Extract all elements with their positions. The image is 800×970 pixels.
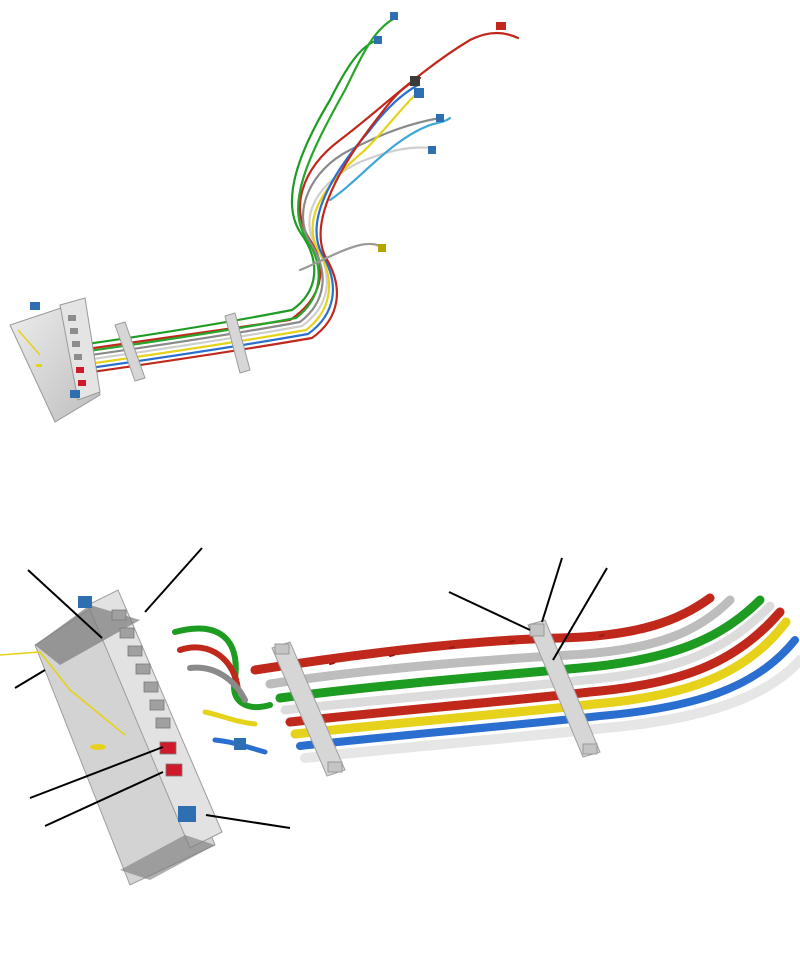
cable-red-detail-2 — [285, 607, 785, 727]
connector-plate-detail — [0, 589, 246, 886]
leader-line — [541, 557, 563, 623]
bracket-clip — [274, 643, 290, 655]
leader-lines — [14, 547, 608, 829]
connector-end — [496, 22, 506, 30]
cable-white — [84, 146, 434, 362]
cable-gray-2 — [298, 242, 384, 272]
cable-loop-red — [177, 644, 241, 693]
bracket-detail — [527, 619, 601, 758]
yellow-mark-detail — [90, 744, 106, 750]
leader-line — [27, 569, 103, 639]
yellow-mark — [36, 364, 42, 367]
plate-face — [59, 297, 101, 401]
leader-line — [205, 814, 291, 829]
cable-stripe-marks — [329, 634, 605, 665]
cable-cyan — [328, 116, 452, 202]
cable-white-detail — [280, 601, 775, 715]
cable-green-detail — [275, 595, 765, 703]
plate-end-connector — [30, 302, 40, 310]
cable-white-detail-2 — [300, 655, 800, 763]
cable-bundle — [78, 16, 520, 374]
yellow-wire — [17, 329, 41, 356]
plate-connector-top — [78, 596, 92, 608]
connector-end — [428, 146, 436, 154]
cable-yellow-detail — [290, 617, 791, 739]
connector-end — [436, 114, 444, 122]
leader-line — [44, 771, 164, 827]
connector-plate — [9, 297, 101, 423]
bracket-clip — [529, 623, 545, 637]
bracket-clip — [582, 743, 598, 755]
leader-line — [29, 746, 164, 799]
bracket — [224, 312, 251, 374]
cable-green — [78, 38, 380, 347]
connector-end — [390, 12, 398, 20]
port-array — [68, 315, 86, 386]
plate-bottom-shadow — [120, 835, 215, 880]
overview-panel — [0, 0, 800, 440]
plate-face-detail — [87, 589, 223, 849]
support-brackets — [114, 312, 251, 382]
connector-end — [374, 36, 382, 44]
cable-end-connectors — [374, 12, 506, 252]
cable-loop-gray — [187, 664, 248, 703]
leader-line — [144, 547, 203, 613]
bracket-clip — [327, 761, 343, 773]
plate-connector-side — [234, 738, 246, 750]
red-port — [165, 763, 183, 777]
leader-line — [552, 567, 608, 661]
support-brackets-detail — [271, 619, 601, 777]
connector-end — [410, 76, 420, 86]
overview-drawing — [9, 12, 520, 423]
connector-end — [378, 244, 386, 252]
cable-loop-yellow — [202, 709, 258, 727]
cable-bundle-detail — [172, 593, 800, 763]
yellow-wire-detail — [0, 651, 126, 736]
plate-connector-bottom — [178, 806, 196, 822]
leader-line — [14, 669, 46, 689]
detail-panel — [0, 540, 800, 940]
plate-end-connector — [70, 390, 80, 398]
leader-line — [448, 591, 531, 631]
bracket — [114, 321, 146, 382]
cable-gray — [82, 116, 442, 358]
detail-drawing — [0, 547, 800, 886]
port-array-detail — [111, 609, 183, 777]
cable-blue-detail — [296, 636, 799, 750]
connector-end — [414, 88, 424, 98]
cable-red-2 — [90, 76, 422, 374]
cable-green-2 — [80, 16, 397, 354]
